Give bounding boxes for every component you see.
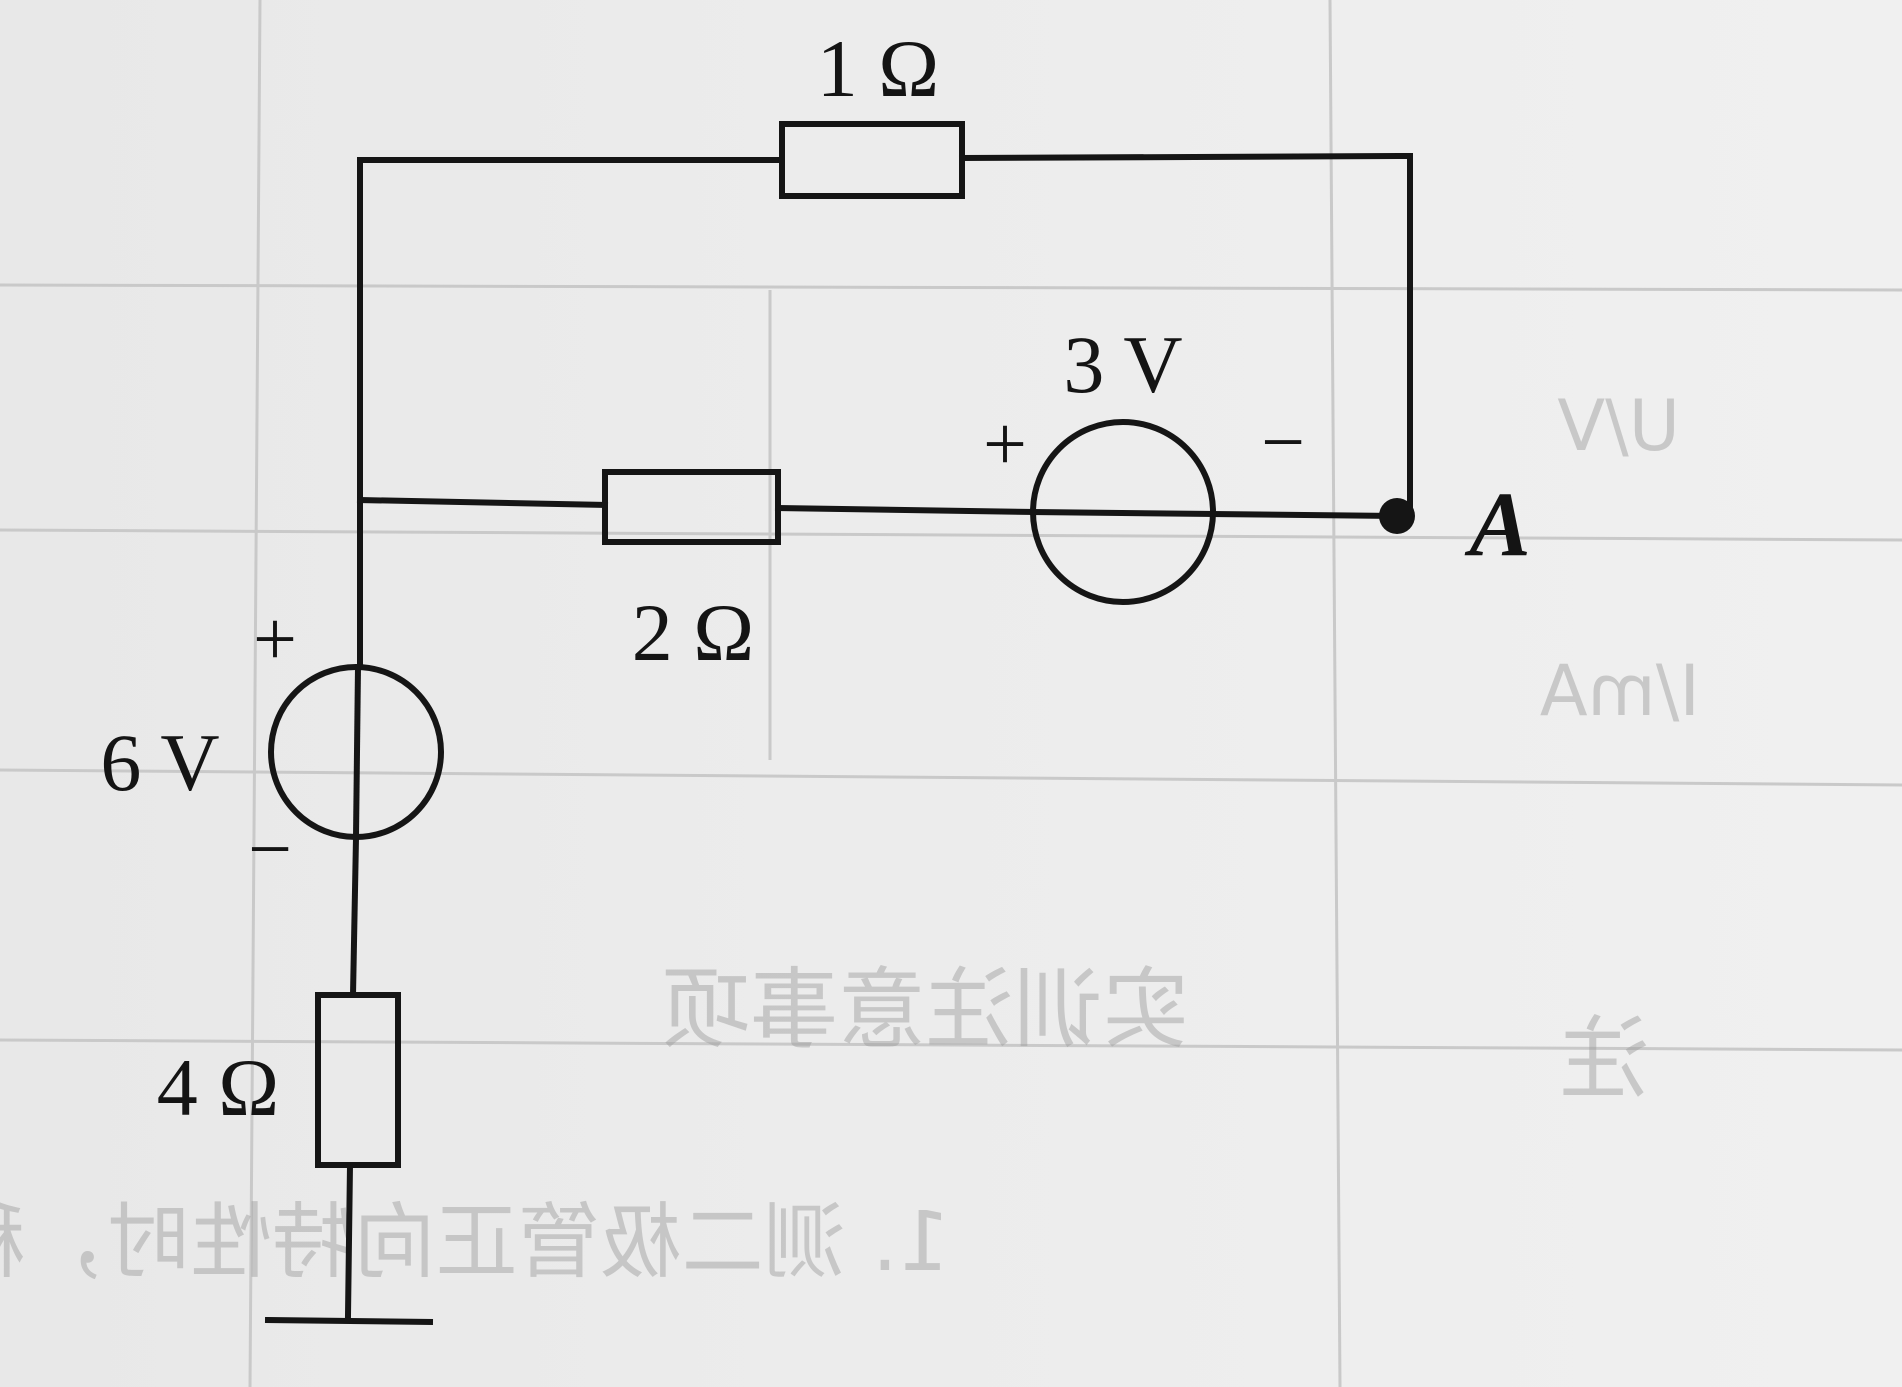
wire-top-right bbox=[958, 152, 1413, 519]
wire-source-to-a bbox=[1209, 510, 1400, 520]
resistor-4-ohm bbox=[315, 992, 401, 1168]
ground-symbol bbox=[264, 1316, 434, 1326]
voltage-source-3v-line bbox=[1029, 508, 1217, 518]
label-resistor-1-ohm: 1 Ω bbox=[817, 23, 939, 114]
label-node-a: A bbox=[1464, 473, 1530, 575]
bleed-sentence: 1. 测二极管正向特性时，稳压电源 bbox=[0, 1195, 950, 1290]
resistor-1-ohm bbox=[779, 121, 965, 199]
source-6v-plus-sign: + bbox=[253, 595, 297, 682]
source-6v-minus-sign: − bbox=[248, 805, 292, 892]
voltage-source-6v-line bbox=[352, 663, 362, 841]
label-source-6v: 6 V bbox=[100, 717, 219, 808]
wire-left-top bbox=[357, 157, 785, 668]
bleed-through-text: 实训注意事项 1. 测二极管正向特性时，稳压电源 注 U/V I/mA bbox=[0, 385, 1700, 1290]
wire-source-to-r4 bbox=[349, 834, 360, 999]
resistor-2-ohm bbox=[602, 469, 781, 545]
label-resistor-2-ohm: 2 Ω bbox=[632, 587, 754, 678]
source-3v-minus-sign: − bbox=[1261, 398, 1305, 485]
bleed-heading: 实训注意事项 bbox=[662, 958, 1190, 1061]
wire-r2-to-source bbox=[774, 504, 1037, 516]
source-3v-plus-sign: + bbox=[983, 400, 1027, 487]
bleed-note: 注 bbox=[1560, 1007, 1650, 1112]
wire-middle-left bbox=[356, 496, 609, 509]
label-resistor-4-ohm: 4 Ω bbox=[157, 1042, 279, 1133]
wire-r4-to-ground bbox=[344, 1161, 354, 1319]
node-a-dot bbox=[1379, 498, 1415, 534]
bleed-cell-current: I/mA bbox=[1540, 650, 1700, 732]
wires bbox=[344, 152, 1413, 1319]
bleed-cell-voltage: U/V bbox=[1557, 385, 1680, 467]
label-source-3v: 3 V bbox=[1063, 319, 1182, 410]
